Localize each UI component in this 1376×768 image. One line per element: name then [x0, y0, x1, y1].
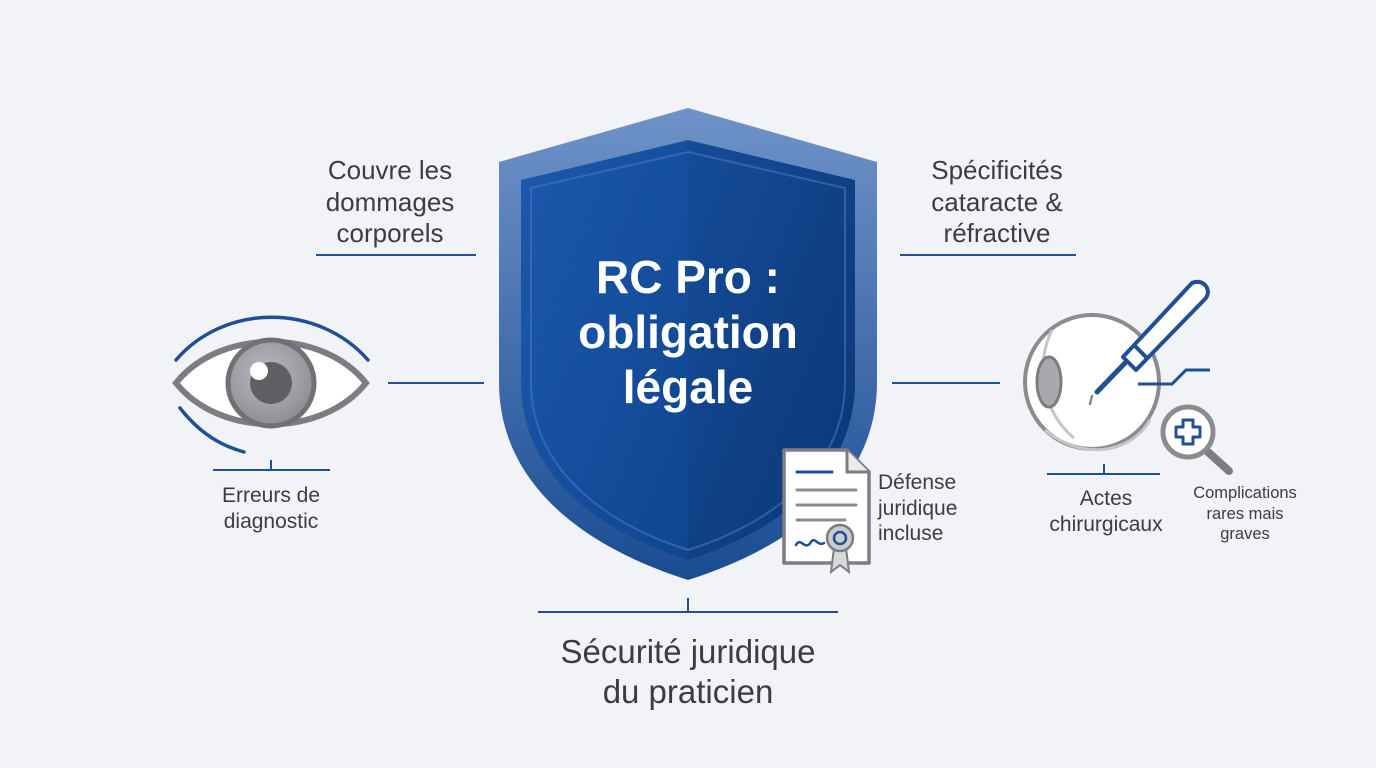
medical-magnifier-icon: [1160, 404, 1233, 475]
drop-mark: [1088, 394, 1094, 406]
document-fold: [845, 450, 869, 474]
signature-mark: [794, 538, 826, 547]
label-bodily-damage: Couvre les dommages corporels: [325, 155, 455, 249]
scalpel-handle: [1121, 279, 1210, 372]
eye-icon: [172, 315, 370, 454]
eye-lower-arc: [178, 406, 246, 454]
seal-medal: [825, 523, 855, 553]
eye-highlight: [250, 362, 268, 380]
label-surgical-acts: Actes chirurgicaux: [1049, 487, 1163, 536]
label-complications: Complications rares mais graves: [1193, 484, 1297, 544]
eye-brow-arc: [174, 315, 370, 362]
connector-lines: [213, 254, 1160, 613]
scalpel-grip: [1133, 344, 1150, 361]
shield-left-face: [521, 140, 688, 560]
label-cataract-refractive: Spécificités cataracte & réfractive: [931, 155, 1063, 249]
incision-line: [1138, 368, 1210, 386]
cornea-lens: [1035, 355, 1063, 409]
label-legal-defense: Défense juridique incluse: [878, 471, 958, 546]
eye-surgery-icon: [1023, 279, 1210, 452]
shield-title: RC Pro : obligation légale: [578, 251, 798, 414]
label-legal-security: Sécurité juridique du praticien: [560, 633, 816, 710]
medical-cross: [1174, 418, 1202, 446]
scalpel-blade: [1094, 359, 1129, 395]
eyeball-bottom-arc: [1044, 419, 1152, 452]
certificate-document-icon: [782, 448, 871, 575]
label-diagnostic-errors: Erreurs de diagnostic: [221, 484, 321, 533]
shield-inner-outline: [530, 150, 846, 552]
